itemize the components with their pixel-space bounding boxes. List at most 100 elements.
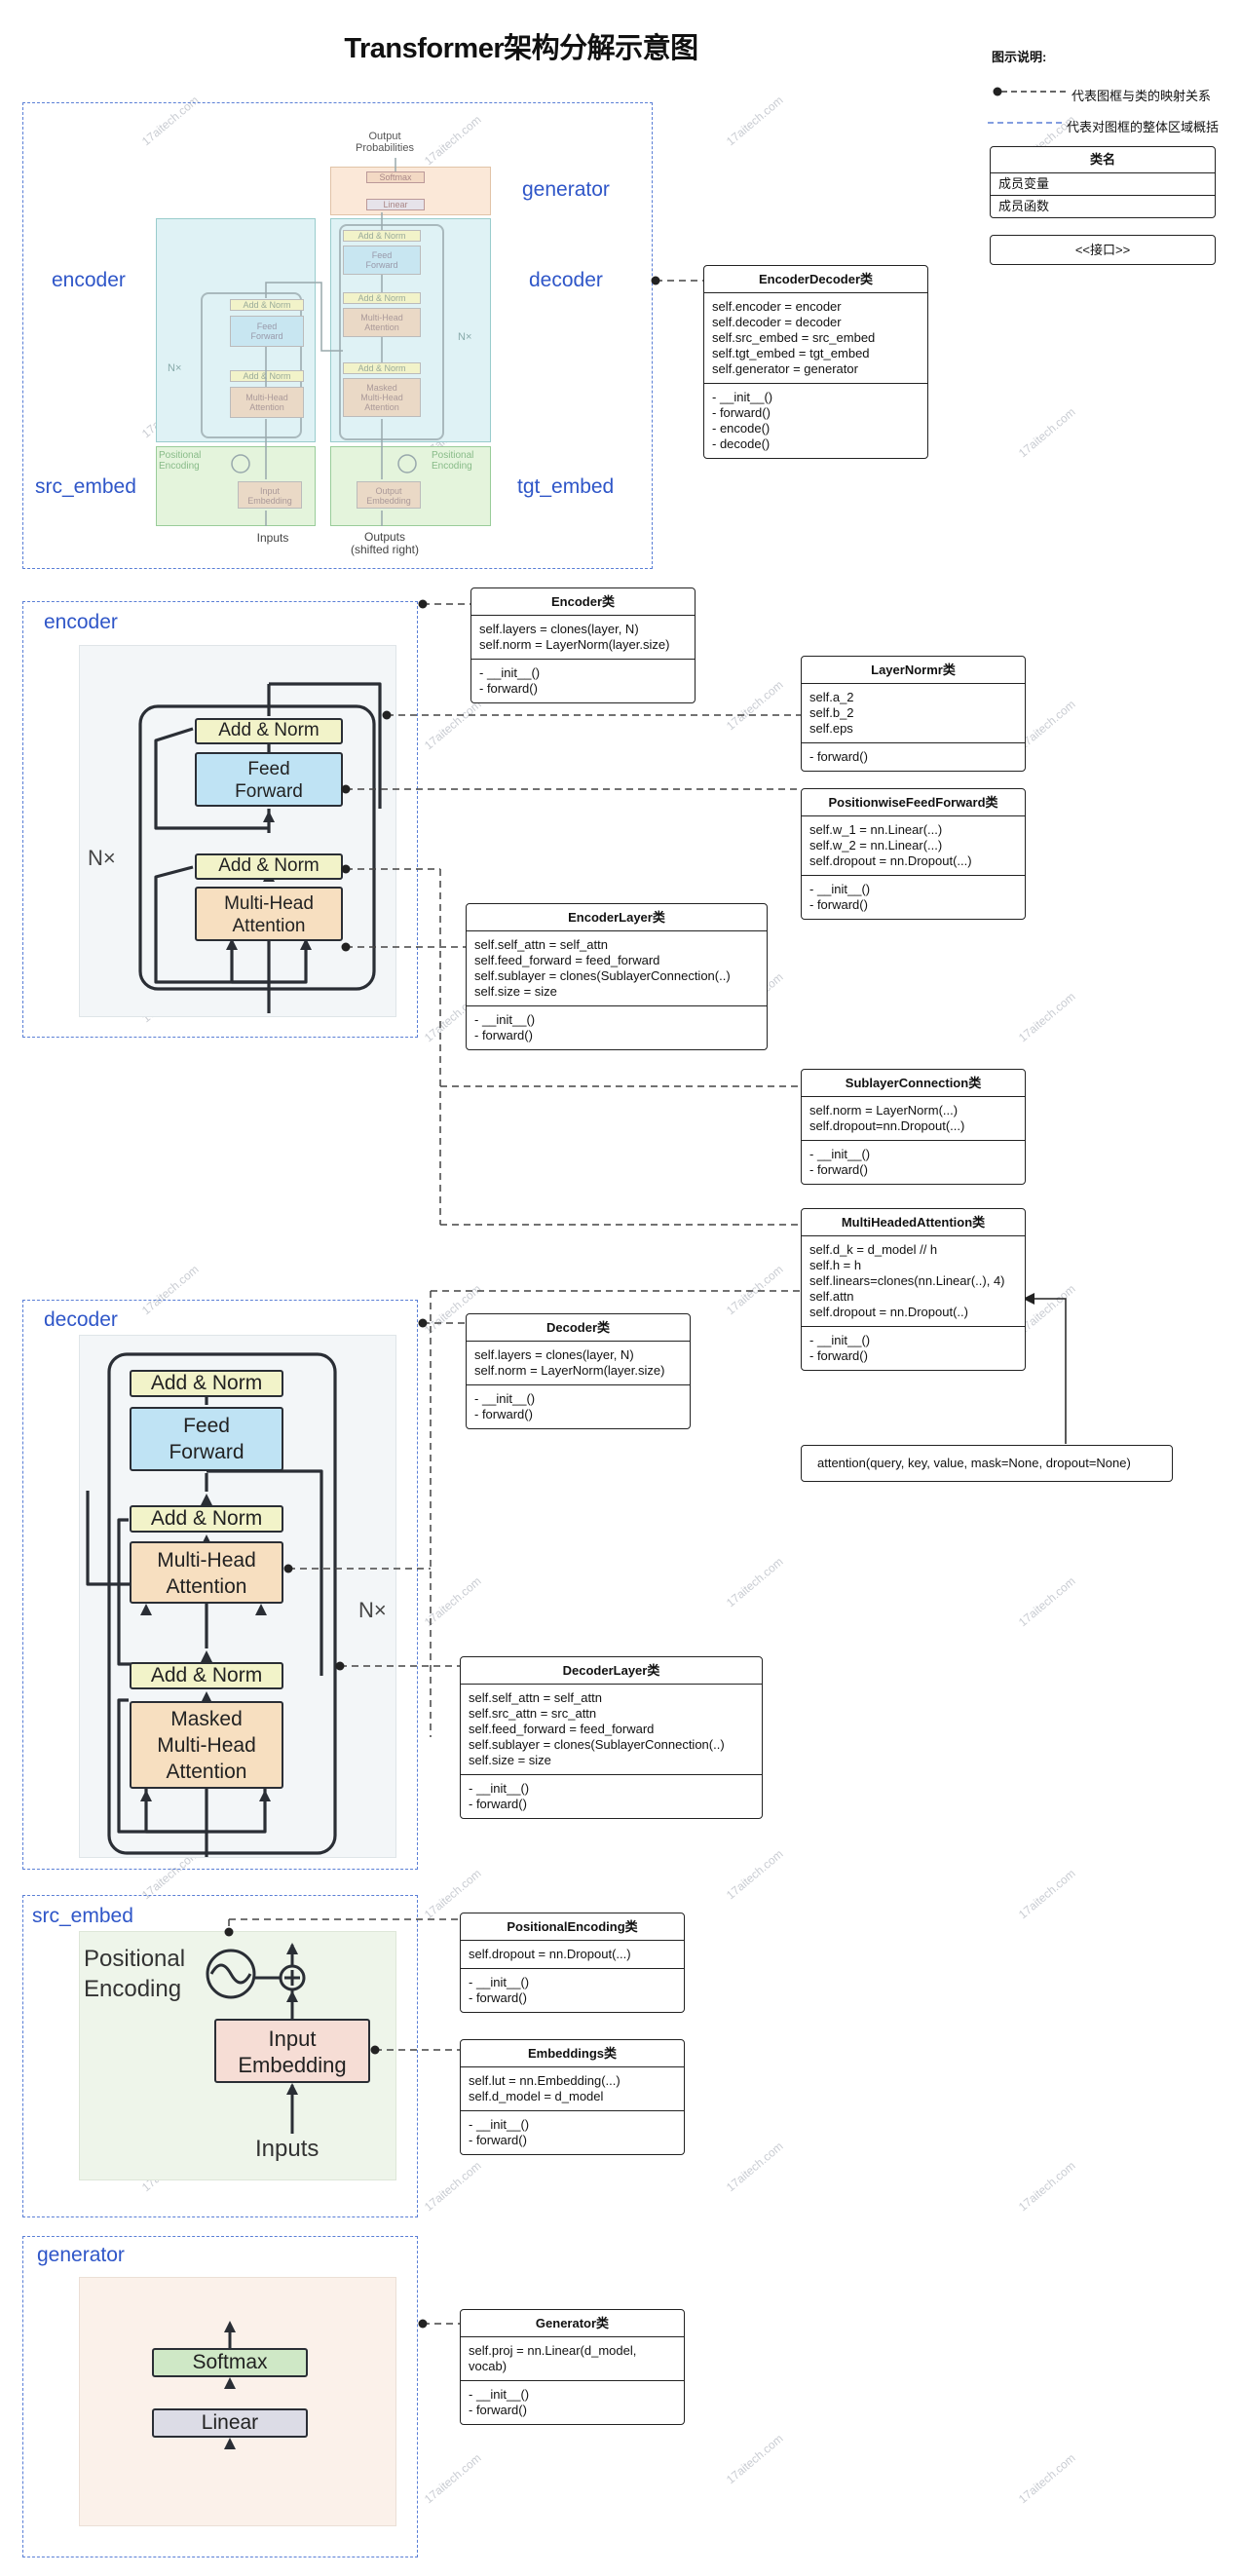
decoder-region bbox=[22, 1300, 418, 1870]
page-title: Transformer架构分解示意图 bbox=[344, 33, 698, 64]
class-method: - encode() bbox=[712, 421, 771, 436]
overview-enc-addnorm-1: Add & Norm bbox=[230, 299, 304, 311]
class-name: Generator类 bbox=[461, 2310, 684, 2337]
legend-region-text: 代表对图框的整体区域概括 bbox=[1067, 120, 1220, 134]
encoder-multi-head: Multi-Head Attention bbox=[195, 887, 343, 941]
overview-src-embed-label: src_embed bbox=[35, 475, 136, 498]
generator-softmax: Softmax bbox=[152, 2348, 308, 2377]
overview-decoder-label: decoder bbox=[529, 269, 603, 291]
overview-inputs: Inputs bbox=[256, 531, 289, 545]
class-method: - __init__() bbox=[469, 2387, 530, 2402]
generator-region bbox=[22, 2236, 418, 2557]
class-method: - __init__() bbox=[474, 1012, 536, 1027]
class-encoderlayer: EncoderLayer类 self.self_attn = self_attn… bbox=[466, 903, 768, 1050]
legend-title: 图示说明: bbox=[992, 50, 1047, 64]
class-method: - __init__() bbox=[712, 390, 773, 404]
overview-dec-masked: Masked Multi-Head Attention bbox=[343, 378, 421, 417]
generator-figure-bg bbox=[79, 2277, 396, 2526]
class-method: - forward() bbox=[469, 2133, 527, 2147]
class-method: - __init__() bbox=[469, 1781, 530, 1796]
class-attr: self.norm = LayerNorm(...) bbox=[809, 1103, 959, 1118]
class-method: - decode() bbox=[712, 436, 771, 451]
encoder-add-norm-top: Add & Norm bbox=[195, 718, 343, 744]
encoder-figure-lines bbox=[138, 682, 382, 1013]
class-attr: self.size = size bbox=[469, 1753, 551, 1767]
overview-enc-addnorm-2: Add & Norm bbox=[230, 370, 304, 382]
overview-tgt-positional: Positional Encoding bbox=[432, 450, 474, 472]
class-method: - forward() bbox=[809, 749, 868, 764]
decoder-add-norm-top: Add & Norm bbox=[130, 1370, 283, 1397]
class-attr: self.sublayer = clones(SublayerConnectio… bbox=[469, 1737, 725, 1752]
class-attr: self.dropout=nn.Dropout(...) bbox=[809, 1118, 965, 1133]
decoder-add-norm-middle: Add & Norm bbox=[130, 1505, 283, 1533]
encoder-section-label: encoder bbox=[44, 611, 118, 633]
class-name: LayerNormr类 bbox=[802, 657, 1025, 684]
class-encoder: Encoder类 self.layers = clones(layer, N) … bbox=[470, 587, 696, 703]
class-method: - __init__() bbox=[479, 665, 541, 680]
decoder-section-label: decoder bbox=[44, 1308, 118, 1331]
class-attr: self.h = h bbox=[809, 1258, 862, 1272]
legend-map-text: 代表图框与类的映射关系 bbox=[1072, 89, 1212, 103]
class-method: - forward() bbox=[809, 1162, 868, 1177]
class-attr: self.layers = clones(layer, N) bbox=[479, 622, 639, 636]
class-method: - forward() bbox=[809, 1348, 868, 1363]
class-attr: self.proj = nn.Linear(d_model, bbox=[469, 2343, 637, 2358]
overview-dec-multihead: Multi-Head Attention bbox=[343, 308, 421, 337]
overview-dec-nx: N× bbox=[458, 331, 472, 343]
class-name: Encoder类 bbox=[471, 588, 695, 616]
overview-dec-addnorm-3: Add & Norm bbox=[343, 362, 421, 374]
class-attr: self.feed_forward = feed_forward bbox=[474, 953, 660, 967]
class-attr: self.encoder = encoder bbox=[712, 299, 842, 314]
class-name: EncoderDecoder类 bbox=[704, 266, 927, 293]
decoder-nx: N× bbox=[358, 1598, 387, 1622]
src-positional-encoding: Positional Encoding bbox=[84, 1946, 186, 2002]
class-attr: self.self_attn = self_attn bbox=[474, 937, 608, 952]
decoder-masked-multi-head: Masked Multi-Head Attention bbox=[130, 1701, 283, 1789]
class-method: - __init__() bbox=[809, 882, 871, 896]
class-attr: self.lut = nn.Embedding(...) bbox=[469, 2073, 620, 2088]
class-attr: self.w_1 = nn.Linear(...) bbox=[809, 822, 943, 837]
class-layernorm: LayerNormr类 self.a_2 self.b_2 self.eps -… bbox=[801, 656, 1026, 772]
legend-class-name: 类名 bbox=[991, 147, 1215, 173]
class-attr: self.generator = generator bbox=[712, 361, 858, 376]
class-attr: self.sublayer = clones(SublayerConnectio… bbox=[474, 968, 731, 983]
class-attr: self.size = size bbox=[474, 984, 557, 999]
class-attr: self.dropout = nn.Dropout(..) bbox=[809, 1305, 968, 1319]
class-generator: Generator类 self.proj = nn.Linear(d_model… bbox=[460, 2309, 685, 2425]
encoder-nx: N× bbox=[88, 846, 116, 870]
class-name: Decoder类 bbox=[467, 1314, 690, 1342]
overview-src-positional: Positional Encoding bbox=[159, 450, 202, 472]
class-sublayerconnection: SublayerConnection类 self.norm = LayerNor… bbox=[801, 1069, 1026, 1185]
class-attr: self.dropout = nn.Dropout(...) bbox=[809, 853, 972, 868]
class-encoderdecoder: EncoderDecoder类 self.encoder = encoder s… bbox=[703, 265, 928, 459]
class-method: - forward() bbox=[474, 1407, 533, 1421]
class-attr: self.w_2 = nn.Linear(...) bbox=[809, 838, 943, 852]
class-attr: self.norm = LayerNorm(layer.size) bbox=[474, 1363, 665, 1378]
overview-encoder-stack bbox=[201, 292, 302, 438]
class-method: - __init__() bbox=[469, 1975, 530, 1989]
decoder-feed-forward: Feed Forward bbox=[130, 1407, 283, 1471]
class-method: - forward() bbox=[474, 1028, 533, 1042]
class-attr: self.attn bbox=[809, 1289, 854, 1304]
decoder-multi-head: Multi-Head Attention bbox=[130, 1541, 283, 1604]
overview-linear: Linear bbox=[366, 199, 425, 210]
class-name: EncoderLayer类 bbox=[467, 904, 767, 931]
overview-input-embedding: Input Embedding bbox=[238, 481, 302, 509]
overview-dec-feedforward: Feed Forward bbox=[343, 246, 421, 275]
class-attr: self.b_2 bbox=[809, 705, 854, 720]
class-positionwise-ffn: PositionwiseFeedForward类 self.w_1 = nn.L… bbox=[801, 788, 1026, 920]
class-attr: self.linears=clones(nn.Linear(..), 4) bbox=[809, 1273, 1005, 1288]
encoder-add-norm-bottom: Add & Norm bbox=[195, 853, 343, 880]
generator-linear: Linear bbox=[152, 2408, 308, 2438]
overview-output-probs: Output Probabilities bbox=[356, 131, 414, 154]
class-attr: self.self_attn = self_attn bbox=[469, 1690, 602, 1705]
class-method: - forward() bbox=[712, 405, 771, 420]
overview-arrows bbox=[231, 158, 417, 526]
overview-tgt-embed-label: tgt_embed bbox=[517, 475, 615, 498]
class-embeddings: Embeddings类 self.lut = nn.Embedding(...)… bbox=[460, 2039, 685, 2155]
class-attrs: self.encoder = encoder self.decoder = de… bbox=[704, 293, 927, 384]
legend-member-var: 成员变量 bbox=[991, 173, 1215, 196]
overview-enc-feedforward: Feed Forward bbox=[230, 316, 304, 347]
class-attr: self.dropout = nn.Dropout(...) bbox=[469, 1947, 631, 1961]
src-figure-lines bbox=[206, 1943, 306, 2134]
